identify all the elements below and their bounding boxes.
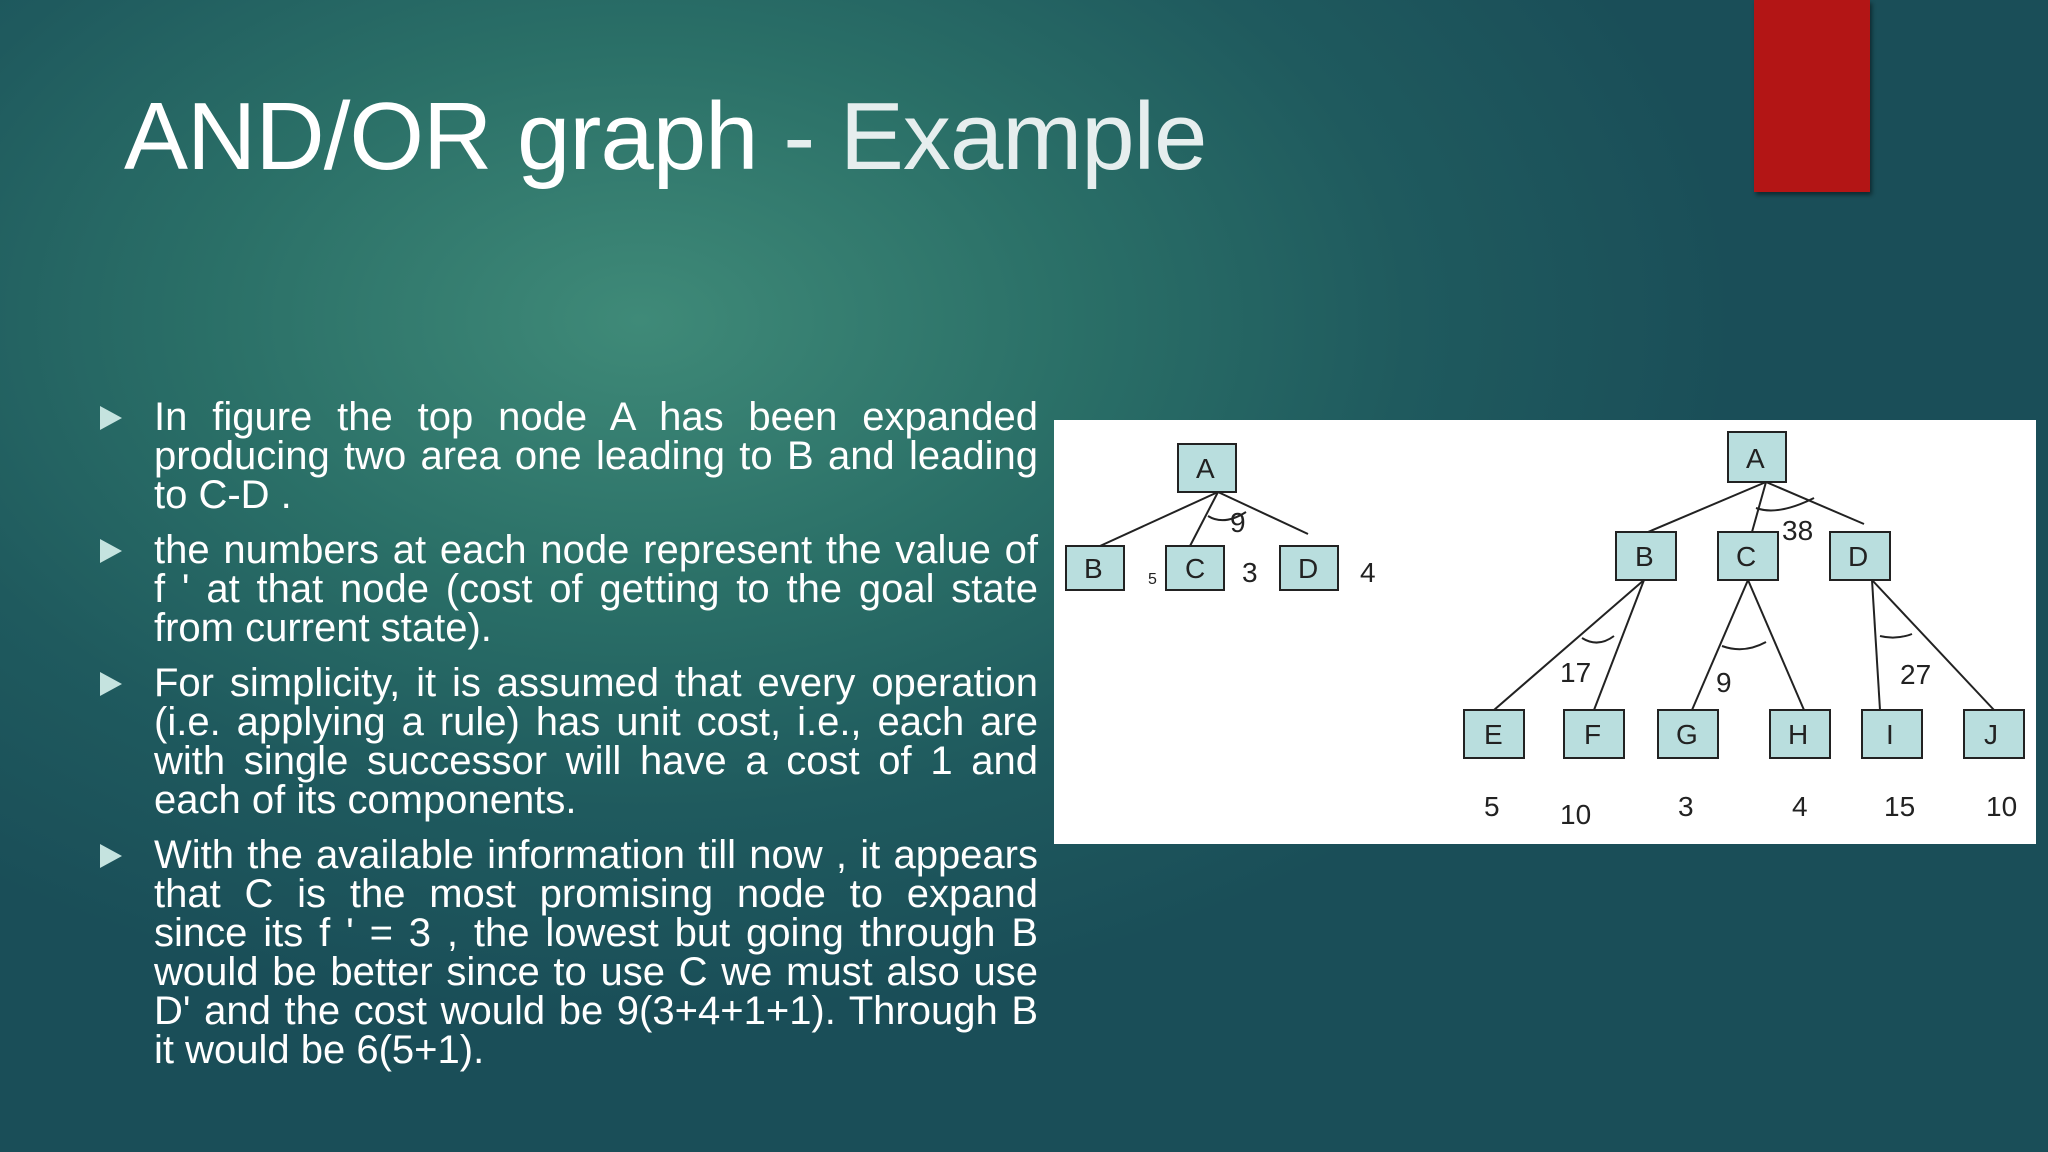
title-rest: - Example: [757, 83, 1207, 190]
and-arc: [1721, 641, 1767, 651]
bullet-text: With the available information till now …: [154, 833, 1038, 1072]
node-label: D: [1298, 553, 1318, 584]
title-main: AND/OR graph: [124, 83, 759, 190]
edge-d-j: [1871, 579, 1995, 711]
node-label: J: [1984, 719, 1998, 750]
node-value: 5: [1484, 791, 1500, 822]
edge-a-b: [1647, 481, 1767, 533]
arc-value: 9: [1716, 667, 1732, 698]
and-arc-value: 9: [1230, 507, 1246, 538]
node-c: C: [1165, 545, 1225, 591]
node-b: B: [1065, 545, 1125, 591]
node-h: H: [1769, 709, 1831, 759]
node-j: J: [1963, 709, 2025, 759]
left-graph: 9 A B 5 C 3 D 4: [1065, 443, 1376, 591]
bullet-item: With the available information till now …: [98, 833, 1038, 1072]
node-label: B: [1635, 541, 1654, 572]
node-g: G: [1657, 709, 1719, 759]
node-value: 10: [1986, 791, 2017, 822]
node-a: A: [1727, 431, 1787, 483]
node-e: E: [1463, 709, 1525, 759]
bullet-arrow-icon: [100, 844, 122, 868]
bullet-text: In figure the top node A has been expand…: [154, 395, 1038, 517]
node-i: I: [1861, 709, 1923, 759]
node-d: D: [1829, 531, 1891, 581]
edge-a-b: [1099, 491, 1219, 547]
node-b: B: [1615, 531, 1677, 581]
and-or-graph-figure: 9 A B 5 C 3 D 4: [1054, 420, 2036, 844]
node-f: F: [1563, 709, 1625, 759]
node-value: 3: [1242, 557, 1258, 588]
bullet-arrow-icon: [100, 539, 122, 563]
edge-b-e: [1493, 579, 1645, 711]
bullet-arrow-icon: [100, 406, 122, 430]
edge-a-c: [1189, 491, 1219, 547]
node-c: C: [1717, 531, 1779, 581]
edge-d-i: [1871, 579, 1881, 711]
node-value: 15: [1884, 791, 1915, 822]
slide-title: AND/OR graph - Example: [124, 82, 1207, 192]
node-value: 10: [1560, 799, 1591, 830]
accent-bar: [1754, 0, 1870, 192]
node-value: 5: [1148, 571, 1157, 588]
node-label: C: [1185, 553, 1205, 584]
node-label: F: [1584, 719, 1601, 750]
node-d: D: [1279, 545, 1339, 591]
bullet-text: For simplicity, it is assumed that every…: [154, 661, 1038, 822]
and-arc: [1879, 633, 1913, 639]
arc-value: 27: [1900, 659, 1931, 690]
edge-a-d: [1217, 491, 1309, 535]
graph-diagram: 9 A B 5 C 3 D 4: [1065, 431, 2025, 830]
node-value: 4: [1360, 557, 1376, 588]
node-value: 4: [1792, 791, 1808, 822]
node-label: C: [1736, 541, 1756, 572]
bullet-list: In figure the top node A has been expand…: [98, 395, 1038, 1086]
node-label: B: [1084, 553, 1103, 584]
node-label: I: [1886, 719, 1894, 750]
bullet-text: the numbers at each node represent the v…: [154, 528, 1038, 650]
node-label: G: [1676, 719, 1698, 750]
right-graph: 38 A B C D 17: [1463, 431, 2025, 830]
node-label: E: [1484, 719, 1503, 750]
arc-value: 17: [1560, 657, 1591, 688]
arc-value: 38: [1782, 515, 1813, 546]
bullet-item: In figure the top node A has been expand…: [98, 395, 1038, 517]
and-arc: [1755, 497, 1815, 512]
edge-a-d: [1765, 481, 1865, 525]
edge-a-c: [1751, 481, 1767, 533]
node-a: A: [1177, 443, 1237, 493]
node-label: D: [1848, 541, 1868, 572]
edge-b-f: [1593, 579, 1645, 711]
and-arc: [1207, 511, 1247, 522]
edge-c-g: [1691, 579, 1749, 711]
bullet-item: the numbers at each node represent the v…: [98, 528, 1038, 650]
bullet-arrow-icon: [100, 672, 122, 696]
node-label: H: [1788, 719, 1808, 750]
node-value: 3: [1678, 791, 1694, 822]
node-label: A: [1196, 453, 1215, 484]
node-label: A: [1746, 443, 1765, 474]
bullet-item: For simplicity, it is assumed that every…: [98, 661, 1038, 822]
edge-c-h: [1747, 579, 1805, 711]
and-arc: [1581, 635, 1615, 644]
